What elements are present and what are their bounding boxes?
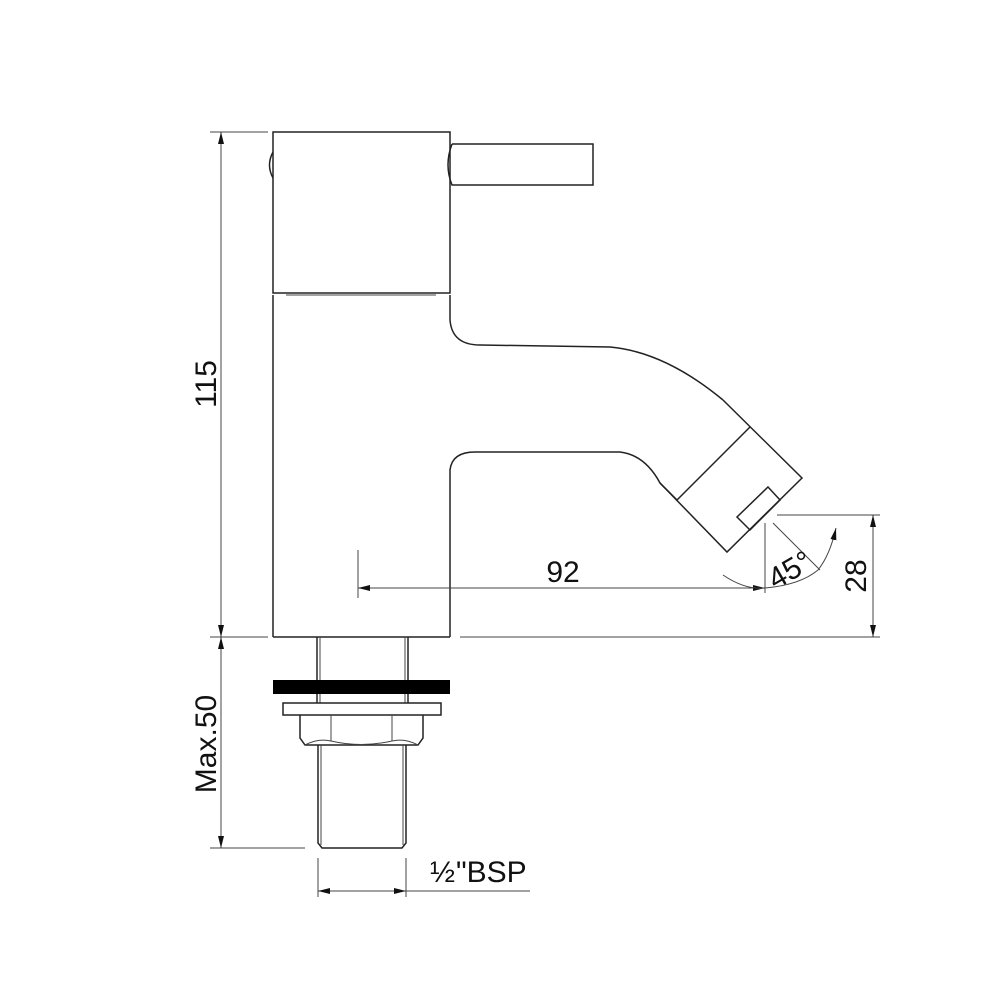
angle-label: 45° — [762, 545, 818, 596]
aerator-nozzle — [659, 399, 804, 554]
height-label: 115 — [190, 360, 223, 408]
reach-dimension: 92 — [357, 523, 766, 598]
handle-body — [268, 131, 451, 296]
reach-label: 92 — [546, 556, 579, 589]
hex-nut — [299, 715, 424, 746]
backnut-plate — [282, 702, 442, 716]
tap-body — [272, 295, 724, 638]
max-deck-dimension: Max.50 — [190, 637, 305, 849]
threaded-tail — [317, 745, 407, 849]
connection-label: "BSP — [456, 856, 527, 889]
outlet-height-label: 28 — [840, 559, 873, 592]
outlet-height-dimension: 28 — [460, 514, 880, 638]
height-dimension: 115 — [190, 131, 268, 638]
connection-dimension: ½ "BSP — [317, 856, 530, 897]
washer — [273, 680, 450, 694]
angle-dimension: 45° — [722, 522, 837, 596]
connection-fraction: ½ — [430, 856, 455, 889]
lever — [447, 143, 594, 186]
max-deck-label: Max.50 — [190, 695, 223, 793]
